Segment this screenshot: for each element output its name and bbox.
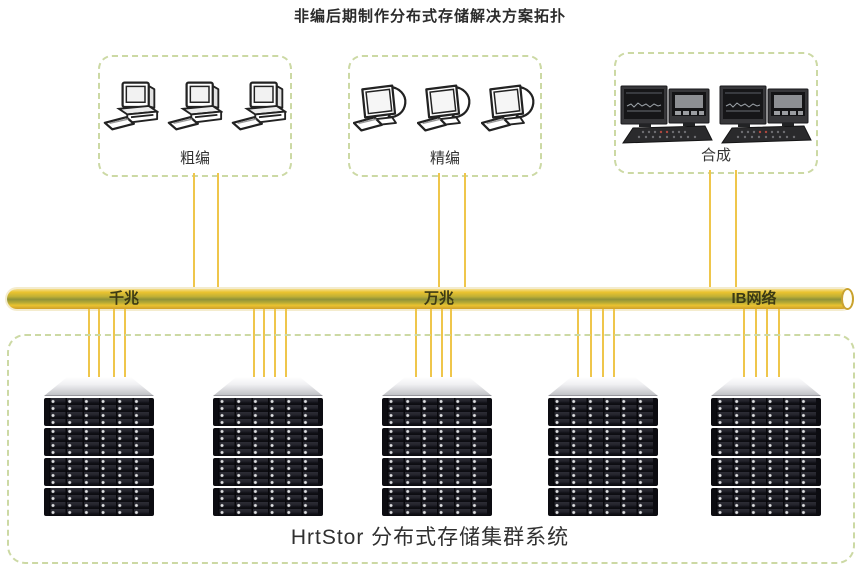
server-unit (711, 428, 821, 456)
bus-downlink-line (274, 309, 276, 377)
group-label-compositing: 合成 (700, 147, 731, 164)
bus-downlink-line (441, 309, 443, 377)
bus-uplink-line (709, 170, 711, 289)
bus-downlink-line (285, 309, 287, 377)
storage-cluster-label: HrtStor 分布式存储集群系统 (290, 526, 570, 549)
bus-uplink-line (217, 173, 219, 289)
server-lid (213, 377, 323, 396)
storage-server-stack (382, 377, 492, 516)
server-unit (213, 458, 323, 486)
server-unit (548, 398, 658, 426)
bus-uplink-line (735, 170, 737, 289)
server-unit (44, 428, 154, 456)
bus-downlink-line (430, 309, 432, 377)
server-unit (382, 398, 492, 426)
bus-label-ib-network: IB网络 (731, 290, 777, 307)
group-box-rough-edit: 粗编 (98, 55, 292, 177)
server-unit (213, 488, 323, 516)
server-unit (44, 398, 154, 426)
desktop-computer-icon (103, 81, 159, 131)
server-unit (44, 488, 154, 516)
compositing-icons (616, 84, 816, 146)
bus-label-10gigabit: 万兆 (423, 290, 454, 307)
server-unit (382, 428, 492, 456)
group-label-fine-edit: 精编 (429, 150, 460, 167)
bus-uplink-line (464, 173, 466, 289)
storage-server-stack (44, 377, 154, 516)
server-unit (382, 488, 492, 516)
server-lid (548, 377, 658, 396)
crt-monitor-icon (481, 84, 535, 132)
desktop-computer-icon (231, 81, 287, 131)
bus-downlink-line (415, 309, 417, 377)
server-unit (711, 488, 821, 516)
server-lid (44, 377, 154, 396)
storage-cluster-box (7, 334, 855, 564)
server-unit (382, 458, 492, 486)
bus-downlink-line (778, 309, 780, 377)
editing-workstation-icon (719, 85, 812, 144)
desktop-computer-icon (167, 81, 223, 131)
server-lid (382, 377, 492, 396)
server-unit (213, 398, 323, 426)
crt-monitor-icon (353, 84, 407, 132)
bus-downlink-line (590, 309, 592, 377)
bus-downlink-line (766, 309, 768, 377)
server-unit (44, 458, 154, 486)
bus-downlink-line (253, 309, 255, 377)
bus-downlink-line (98, 309, 100, 377)
server-unit (548, 428, 658, 456)
bus-downlink-line (755, 309, 757, 377)
editing-workstation-icon (620, 85, 713, 144)
server-unit (711, 458, 821, 486)
bus-downlink-line (602, 309, 604, 377)
storage-server-stack (711, 377, 821, 516)
bus-downlink-line (450, 309, 452, 377)
bus-uplink-line (193, 173, 195, 289)
rough-edit-icons (100, 79, 290, 133)
group-box-compositing: 合成 (614, 52, 818, 174)
storage-server-stack (548, 377, 658, 516)
group-box-fine-edit: 精编 (348, 55, 542, 177)
bus-downlink-line (577, 309, 579, 377)
server-unit (548, 488, 658, 516)
group-label-rough-edit: 粗编 (179, 150, 210, 167)
bus-downlink-line (124, 309, 126, 377)
bus-downlink-line (743, 309, 745, 377)
fine-edit-icons (350, 81, 540, 135)
bus-downlink-line (113, 309, 115, 377)
network-bus: 千兆 万兆 IB网络 (7, 288, 854, 310)
diagram-title: 非编后期制作分布式存储解决方案拓扑 (293, 8, 566, 25)
bus-uplink-line (438, 173, 440, 289)
server-unit (711, 398, 821, 426)
bus-endcap (841, 288, 854, 310)
bus-downlink-line (88, 309, 90, 377)
storage-server-stack (213, 377, 323, 516)
crt-monitor-icon (417, 84, 471, 132)
bus-label-gigabit: 千兆 (108, 290, 139, 307)
server-unit (213, 428, 323, 456)
bus-downlink-line (263, 309, 265, 377)
bus-downlink-line (613, 309, 615, 377)
server-lid (711, 377, 821, 396)
server-unit (548, 458, 658, 486)
